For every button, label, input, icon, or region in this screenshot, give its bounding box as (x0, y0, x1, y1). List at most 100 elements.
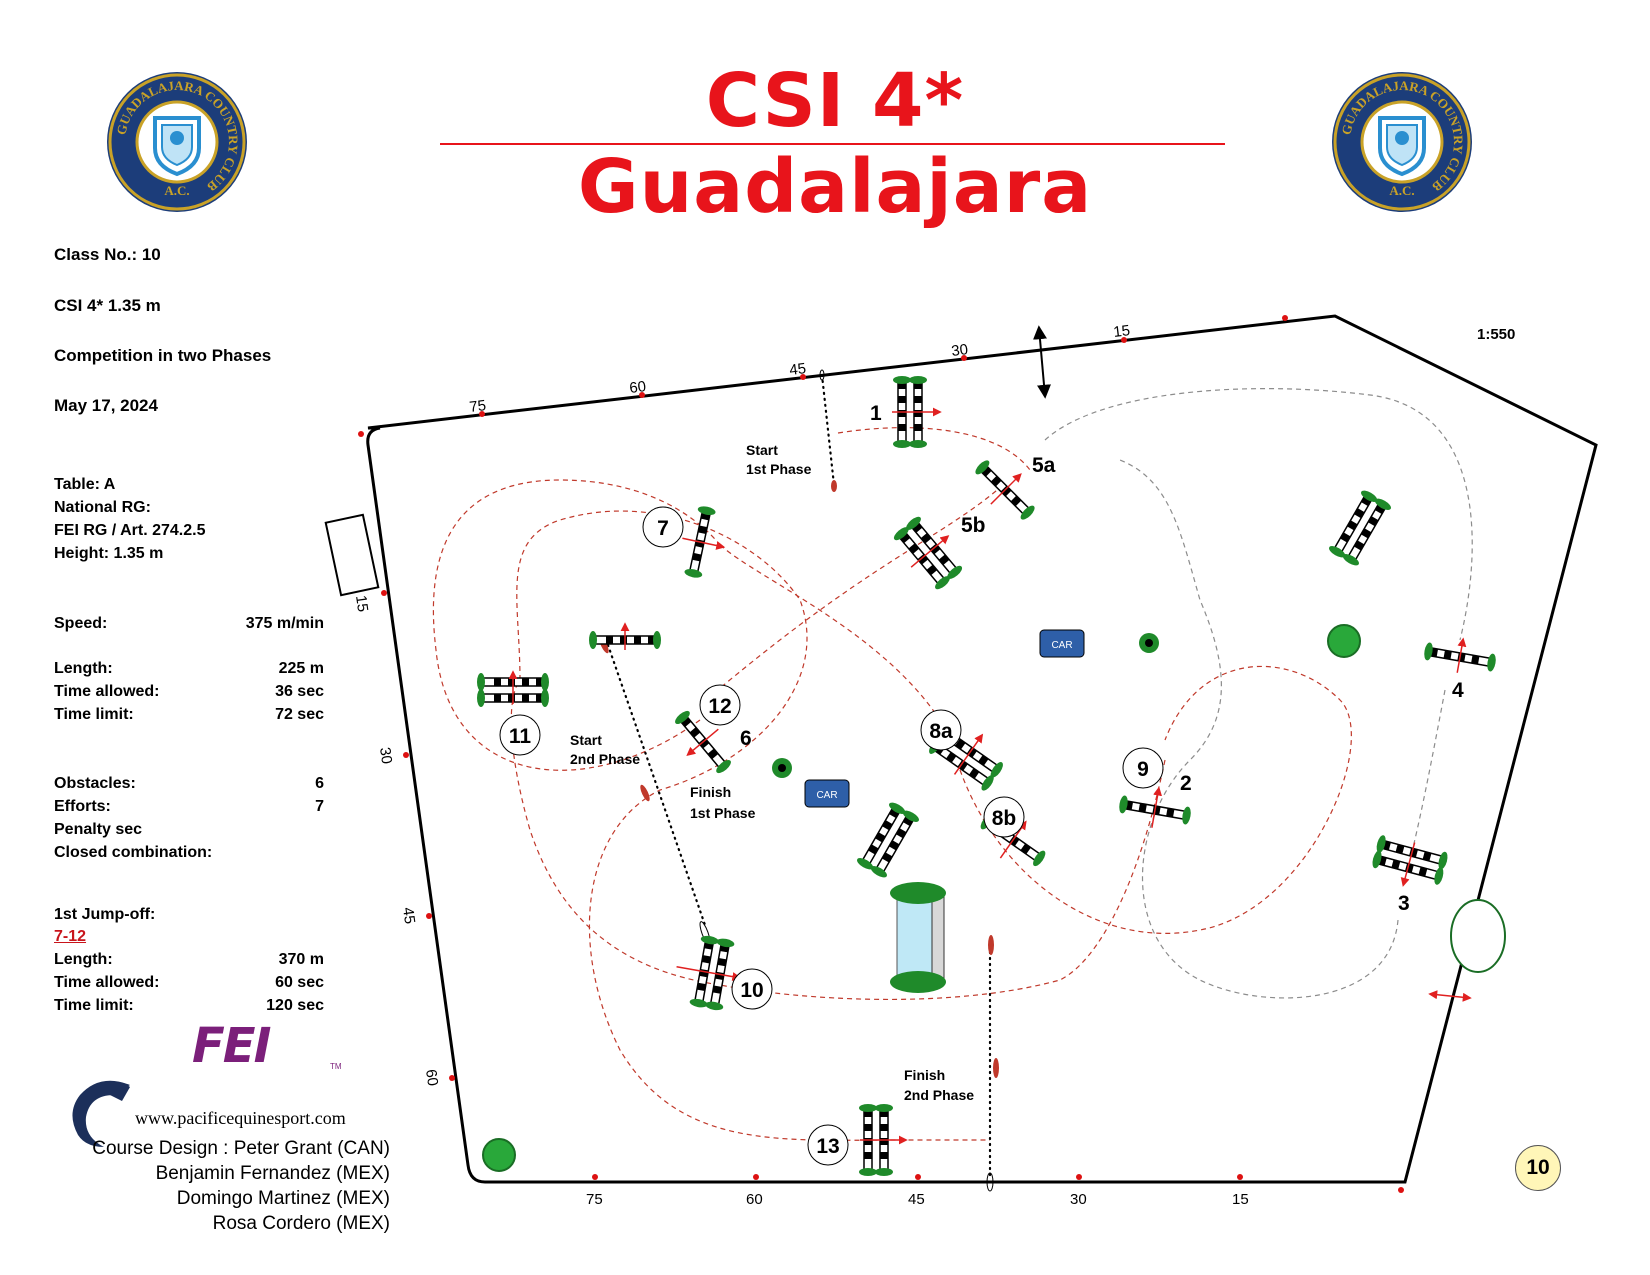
fence-unnumbered-center (855, 800, 920, 879)
judge-box (324, 513, 380, 597)
page-title: CSI 4* Guadalajara (577, 58, 1093, 230)
svg-text:CAR: CAR (1051, 640, 1072, 651)
event-date: May 17, 2024 (54, 396, 158, 415)
timing-lines (606, 373, 992, 1182)
horse-head-logo (72, 1080, 130, 1147)
left-tick-60: 60 (422, 1068, 441, 1087)
class-badge: 10 (1515, 1145, 1561, 1191)
bottom-tick-75: 75 (586, 1191, 603, 1208)
title-underline (440, 143, 1225, 145)
height-line: Height: 1.35 m (54, 545, 164, 562)
top-tick-30: 30 (950, 341, 969, 360)
penalty-row: Penalty sec (54, 821, 143, 838)
svg-text:9: 9 (1137, 758, 1149, 781)
bottom-tick-45: 45 (908, 1191, 925, 1208)
car-box-2: CAR (804, 779, 850, 808)
svg-text:7: 7 (657, 517, 669, 540)
credit-line: Domingo Martinez (MEX) (176, 1188, 390, 1209)
fence-label-2: 2 (1180, 772, 1192, 795)
left-tick-45: 45 (399, 906, 418, 925)
arena-boundary (366, 314, 1598, 1184)
fence-1 (892, 376, 942, 448)
fence-4 (1422, 637, 1498, 673)
closed-combination-row: Closed combination: (54, 844, 213, 861)
car-box-1: CAR (1039, 629, 1085, 658)
exit-arrow (1428, 990, 1472, 1002)
bottom-distance-markers: 75 60 45 30 15 (586, 1174, 1404, 1208)
obstacles-row: Obstacles:6 (54, 775, 324, 792)
club-logo-right: GUADALAJARA COUNTRY CLUB A.C. (1330, 70, 1474, 214)
fence-11 (477, 670, 549, 707)
svg-text:8a: 8a (929, 720, 953, 743)
left-tick-15: 15 (352, 594, 371, 613)
first-phase-path (432, 427, 1352, 1141)
fence-13 (859, 1104, 908, 1176)
left-tick-30: 30 (376, 746, 395, 765)
top-tick-75: 75 (468, 397, 487, 416)
class-number: Class No.: 10 (54, 245, 161, 264)
fence-label-8a: 8a (920, 709, 962, 751)
svg-text:11: 11 (509, 725, 532, 748)
svg-text:A.C.: A.C. (164, 183, 189, 198)
jumpoff-time-allowed-row: Time allowed:60 sec (54, 974, 324, 991)
jumpoff-title: 1st Jump-off: (54, 906, 156, 923)
jumpoff-fences-link[interactable]: 7-12 (54, 928, 87, 945)
top-distance-markers: 75 60 45 30 15 (358, 315, 1288, 437)
fence-label-11: 11 (499, 714, 541, 756)
fences (477, 376, 1498, 1176)
efforts-row: Efforts:7 (54, 798, 324, 815)
bush-bottom-left (482, 1138, 516, 1172)
svg-text:8b: 8b (992, 807, 1017, 830)
start-1st-phase-l2: 1st Phase (746, 461, 812, 477)
start-1st-phase-l1: Start (746, 442, 778, 458)
length-row: Length:225 m (54, 660, 324, 677)
credit-line: Benjamin Fernandez (MEX) (155, 1163, 390, 1184)
finish-1st-phase-l2: 1st Phase (690, 805, 756, 821)
potted-plant-2 (772, 758, 792, 778)
website-link[interactable]: www.pacificequinesport.com (135, 1108, 346, 1128)
fence-label-4: 4 (1452, 679, 1464, 702)
svg-text:12: 12 (708, 695, 731, 718)
potted-plant-1 (1139, 633, 1159, 653)
time-limit-row: Time limit:72 sec (54, 706, 324, 723)
fence-label-1: 1 (870, 402, 882, 425)
map-scale: 1:550 (1477, 326, 1516, 343)
fence-8b (977, 811, 1049, 869)
top-tick-60: 60 (628, 378, 647, 397)
fence-10 (676, 931, 742, 1013)
circled-fence-numbers: 7 12 11 8a 9 8b 10 13 (499, 506, 1164, 1166)
fence-5a (972, 457, 1038, 523)
club-logo-left: GUADALAJARA COUNTRY CLUB A.C. (105, 70, 249, 214)
fence-label-5b: 5b (961, 514, 986, 537)
fei-logo: FEI (192, 1018, 271, 1074)
plain-fence-numbers: 1 5a 5b 6 4 2 3 (740, 402, 1464, 915)
svg-text:CAR: CAR (816, 790, 837, 801)
fence-label-6: 6 (740, 727, 752, 750)
svg-text:13: 13 (816, 1135, 839, 1158)
jumpoff-length-row: Length:370 m (54, 951, 324, 968)
fence-3 (1368, 833, 1449, 887)
svg-text:10: 10 (740, 979, 763, 1002)
fence-2 (1117, 786, 1193, 828)
national-rg-line: National RG: (54, 499, 151, 516)
table-line: Table: A (54, 476, 116, 493)
credit-line: Rosa Cordero (MEX) (212, 1213, 390, 1234)
fence-label-9: 9 (1122, 747, 1164, 789)
grass-oval (1450, 899, 1506, 973)
finish-1st-phase-l1: Finish (690, 784, 731, 800)
left-distance-markers: 15 30 45 60 (352, 590, 455, 1087)
fence-5b (888, 509, 971, 595)
fence-label-10: 10 (731, 968, 773, 1010)
bottom-tick-60: 60 (746, 1191, 763, 1208)
credit-line: Course Design : Peter Grant (CAN) (92, 1138, 390, 1159)
bottom-tick-15: 15 (1232, 1191, 1249, 1208)
competition-type: Competition in two Phases (54, 346, 272, 365)
start-2nd-phase-l1: Start (570, 732, 602, 748)
entry-arrow (1033, 325, 1051, 399)
time-allowed-row: Time allowed:36 sec (54, 683, 324, 700)
top-tick-45: 45 (788, 360, 807, 379)
fence-label-13: 13 (807, 1124, 849, 1166)
fence-6 (672, 707, 734, 777)
class-category: CSI 4* 1.35 m (54, 296, 161, 315)
